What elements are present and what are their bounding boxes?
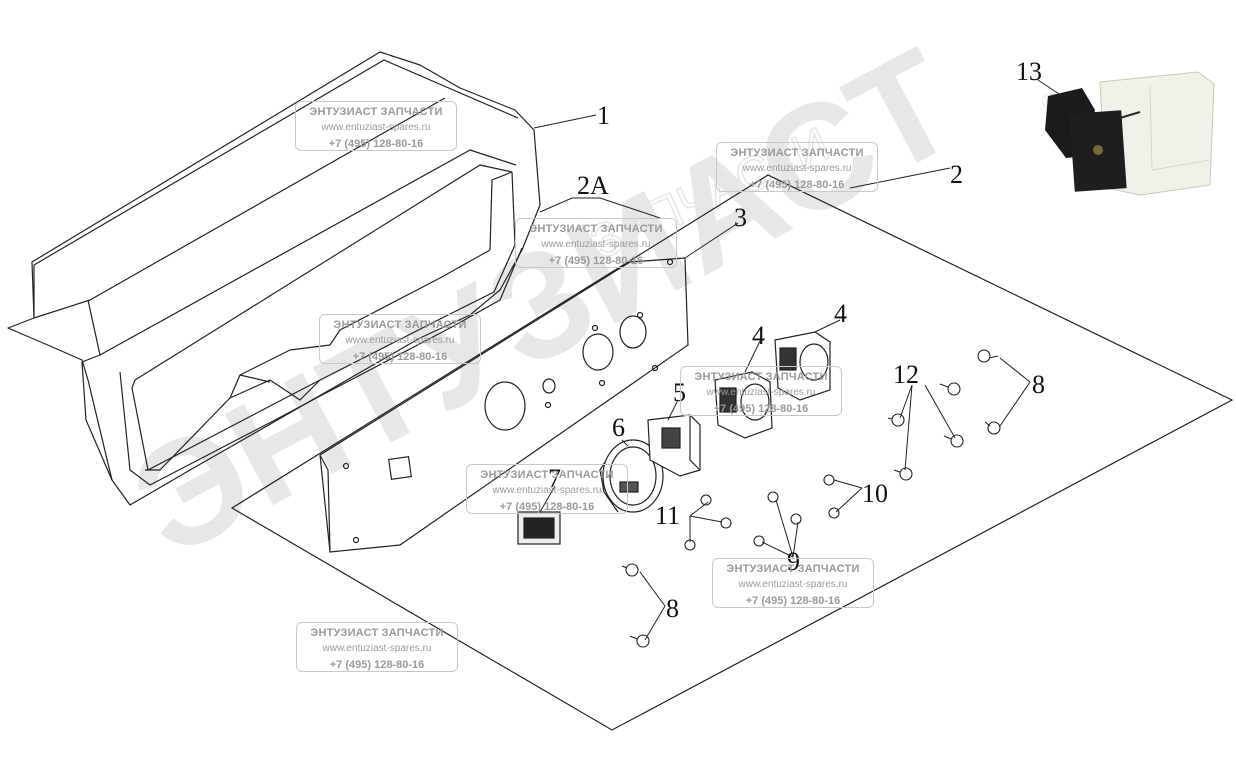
bolt-icon xyxy=(887,413,905,427)
watermark-box: ЭНТУЗИАСТ ЗАПЧАСТИ www.entuziast-spares.… xyxy=(319,314,481,364)
watermark-site: www.entuziast-spares.ru xyxy=(345,335,455,346)
bolt-icon xyxy=(943,434,964,448)
watermark-phone: +7 (495) 128-80-16 xyxy=(352,351,448,363)
watermark-phone: +7 (495) 128-80-16 xyxy=(328,138,424,150)
watermark-phone: +7 (495) 128-80-16 xyxy=(749,179,845,191)
callout-6: 6 xyxy=(612,413,625,442)
callout-11: 11 xyxy=(655,501,680,530)
bolt-icon xyxy=(629,634,650,648)
watermark-phone: +7 (495) 128-80-16 xyxy=(548,255,644,267)
bolt-icon xyxy=(700,494,712,506)
watermark-site: www.entuziast-spares.ru xyxy=(742,163,852,174)
watermark-phone: +7 (495) 128-80-16 xyxy=(329,659,425,671)
callout-labels: 1 2 2A 3 4 4 5 6 7 8 8 9 10 11 12 13 xyxy=(548,57,1045,623)
watermark-name: ЭНТУЗИАСТ ЗАПЧАСТИ xyxy=(529,223,663,235)
watermark-name: ЭНТУЗИАСТ ЗАПЧАСТИ xyxy=(694,371,828,383)
callout-4b: 4 xyxy=(834,299,847,328)
bolt-icon xyxy=(828,507,840,519)
watermark-phone: +7 (495) 128-80-16 xyxy=(499,501,595,513)
callout-12: 12 xyxy=(893,360,919,389)
callout-10: 10 xyxy=(862,479,888,508)
socket-left xyxy=(714,371,773,439)
bolt-icon xyxy=(823,474,835,486)
callout-1: 1 xyxy=(597,101,610,130)
watermark-box: ЭНТУЗИАСТ ЗАПЧАСТИ www.entuziast-spares.… xyxy=(680,366,842,416)
callout-4a: 4 xyxy=(752,321,765,350)
watermark-name: ЭНТУЗИАСТ ЗАПЧАСТИ xyxy=(480,469,614,481)
bolt-icon xyxy=(939,382,961,396)
watermark-site: www.entuziast-spares.ru xyxy=(322,643,432,654)
dashboard-housing xyxy=(7,51,541,506)
watermark-site: www.entuziast-spares.ru xyxy=(706,387,816,398)
watermark-name: ЭНТУЗИАСТ ЗАПЧАСТИ xyxy=(310,627,444,639)
watermark-box: ЭНТУЗИАСТ ЗАПЧАСТИ www.entuziast-spares.… xyxy=(712,558,874,608)
watermark-box: ЭНТУЗИАСТ ЗАПЧАСТИ www.entuziast-spares.… xyxy=(515,218,677,268)
bolt-icon xyxy=(984,421,1001,435)
watermark-name: ЭНТУЗИАСТ ЗАПЧАСТИ xyxy=(333,319,467,331)
callout-8a: 8 xyxy=(1032,370,1045,399)
callout-2: 2 xyxy=(950,160,963,189)
watermark-site: www.entuziast-spares.ru xyxy=(541,239,651,250)
callout-9: 9 xyxy=(787,547,800,576)
part-13-photo xyxy=(1045,71,1215,196)
gauge xyxy=(599,439,664,513)
bolt-icon xyxy=(621,563,639,577)
watermark-box: ЭНТУЗИАСТ ЗАПЧАСТИ www.entuziast-spares.… xyxy=(295,101,457,151)
switch-block xyxy=(647,414,701,477)
instrument-panel-plate xyxy=(319,257,689,553)
watermark-site: www.entuziast-spares.ru xyxy=(492,485,602,496)
fasteners xyxy=(621,349,1001,648)
callout-3: 3 xyxy=(734,203,747,232)
watermark-name: ЭНТУЗИАСТ ЗАПЧАСТИ xyxy=(309,106,443,118)
bolt-icon xyxy=(720,517,732,529)
bolt-icon xyxy=(893,467,913,481)
bolt-icon xyxy=(977,349,999,363)
watermark-name: ЭНТУЗИАСТ ЗАПЧАСТИ xyxy=(726,563,860,575)
watermark-site: www.entuziast-spares.ru xyxy=(321,122,431,133)
callout-2a: 2A xyxy=(577,171,609,200)
bolt-icon xyxy=(790,513,802,525)
callout-13: 13 xyxy=(1016,57,1042,86)
bolt-icon xyxy=(767,491,779,503)
callout-7: 7 xyxy=(548,464,561,493)
watermark-box: ЭНТУЗИАСТ ЗАПЧАСТИ www.entuziast-spares.… xyxy=(466,464,628,514)
watermark-phone: +7 (495) 128-80-16 xyxy=(713,403,809,415)
mounting-plane xyxy=(230,174,1234,731)
watermark-name: ЭНТУЗИАСТ ЗАПЧАСТИ xyxy=(730,147,864,159)
watermark-box: ЭНТУЗИАСТ ЗАПЧАСТИ www.entuziast-spares.… xyxy=(716,142,878,192)
callout-5: 5 xyxy=(673,378,686,407)
rocker-switch xyxy=(517,511,561,545)
watermark-phone: +7 (495) 128-80-16 xyxy=(745,595,841,607)
bolt-icon xyxy=(753,535,765,547)
watermark-site: www.entuziast-spares.ru xyxy=(738,579,848,590)
watermark-box: ЭНТУЗИАСТ ЗАПЧАСТИ www.entuziast-spares.… xyxy=(296,622,458,672)
leader-lines xyxy=(533,79,1069,641)
callout-8b: 8 xyxy=(666,594,679,623)
